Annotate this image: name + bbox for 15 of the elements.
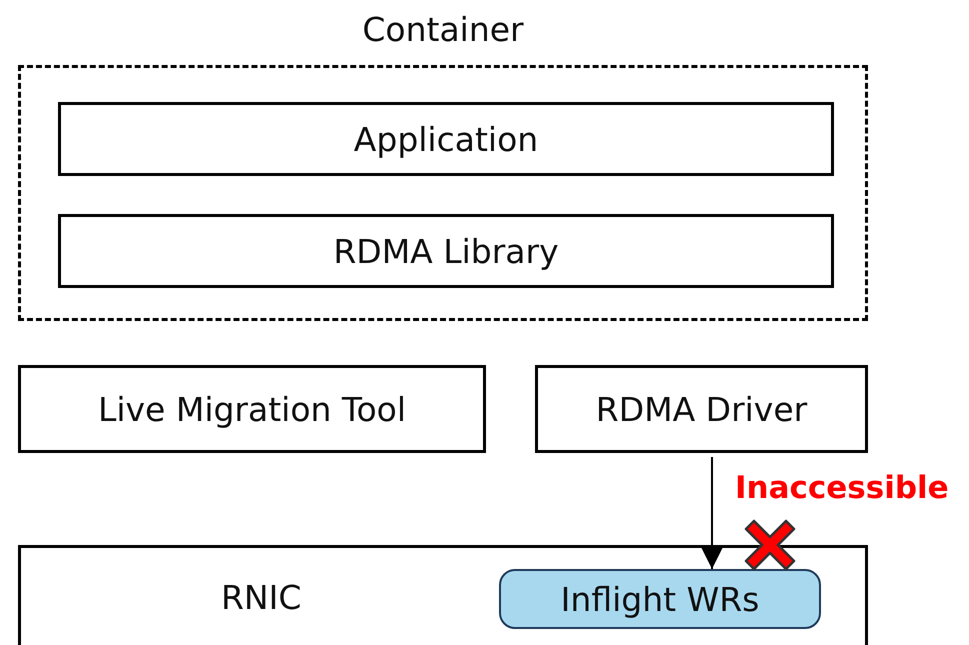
box-label: Inflight WRs <box>560 580 760 618</box>
component-box <box>18 365 486 453</box>
arrow <box>701 457 723 569</box>
box-label: Live Migration Tool <box>98 390 406 428</box>
box-label: RDMA Library <box>333 232 559 270</box>
hardware-box <box>18 545 868 645</box>
container-heading: Container <box>361 10 525 49</box>
component-box <box>58 214 834 288</box>
status-label: Inaccessible <box>735 470 949 506</box>
component-box <box>535 365 868 453</box>
box-label: Application <box>354 120 538 158</box>
box-label: RDMA Driver <box>596 390 808 428</box>
box-label: RNIC <box>221 578 302 617</box>
component-box <box>499 569 821 629</box>
component-box <box>58 102 834 176</box>
